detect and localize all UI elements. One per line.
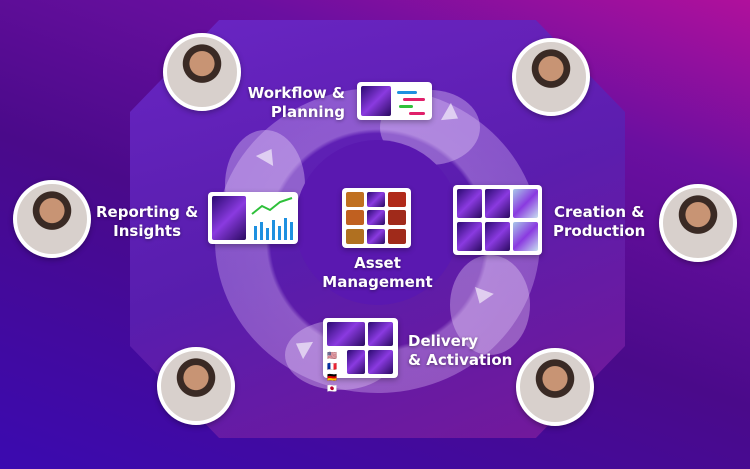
asset-thumbnail [388,228,406,244]
reporting-card [208,192,298,244]
creation-card [453,185,542,255]
stage-label-delivery: Delivery& Activation [408,332,513,369]
avatar [163,33,241,111]
asset-thumbnail [367,192,385,207]
asset-thumbnail [361,86,391,116]
avatar [157,347,235,425]
avatar [512,38,590,116]
asset-thumbnail [457,221,482,251]
asset-thumbnail [388,192,406,207]
asset-thumbnail [485,189,510,218]
delivery-card: 🇺🇸🇫🇷🇩🇪🇯🇵 [323,318,398,393]
asset-thumbnail [346,228,364,244]
asset-thumbnail [212,196,246,240]
analytics-chart-icon [251,197,293,240]
flags-icon: 🇺🇸🇫🇷🇩🇪🇯🇵 [327,350,337,393]
asset-thumbnail [367,228,385,244]
asset-thumbnail [327,322,365,346]
asset-thumbnail [485,221,510,251]
asset-thumbnail [346,210,364,226]
asset-thumbnail [513,221,538,251]
gantt-chart-icon [395,86,428,116]
avatar [516,348,594,426]
asset-thumbnail [346,192,364,207]
avatar [13,180,91,258]
stage-label-reporting: Reporting &Insights [96,203,199,240]
workflow-card [357,82,432,120]
asset-library-card [342,188,411,248]
asset-thumbnail [388,210,406,226]
asset-thumbnail [367,210,385,226]
asset-thumbnail [368,322,393,346]
stage-label-creation: Creation &Production [553,203,646,240]
asset-thumbnail [347,349,365,374]
asset-thumbnail [457,189,482,218]
ring-segment [450,255,530,355]
avatar [659,184,737,262]
asset-thumbnail [368,349,393,374]
asset-thumbnail [513,189,538,218]
stage-label-workflow: Workflow &Planning [247,84,345,121]
